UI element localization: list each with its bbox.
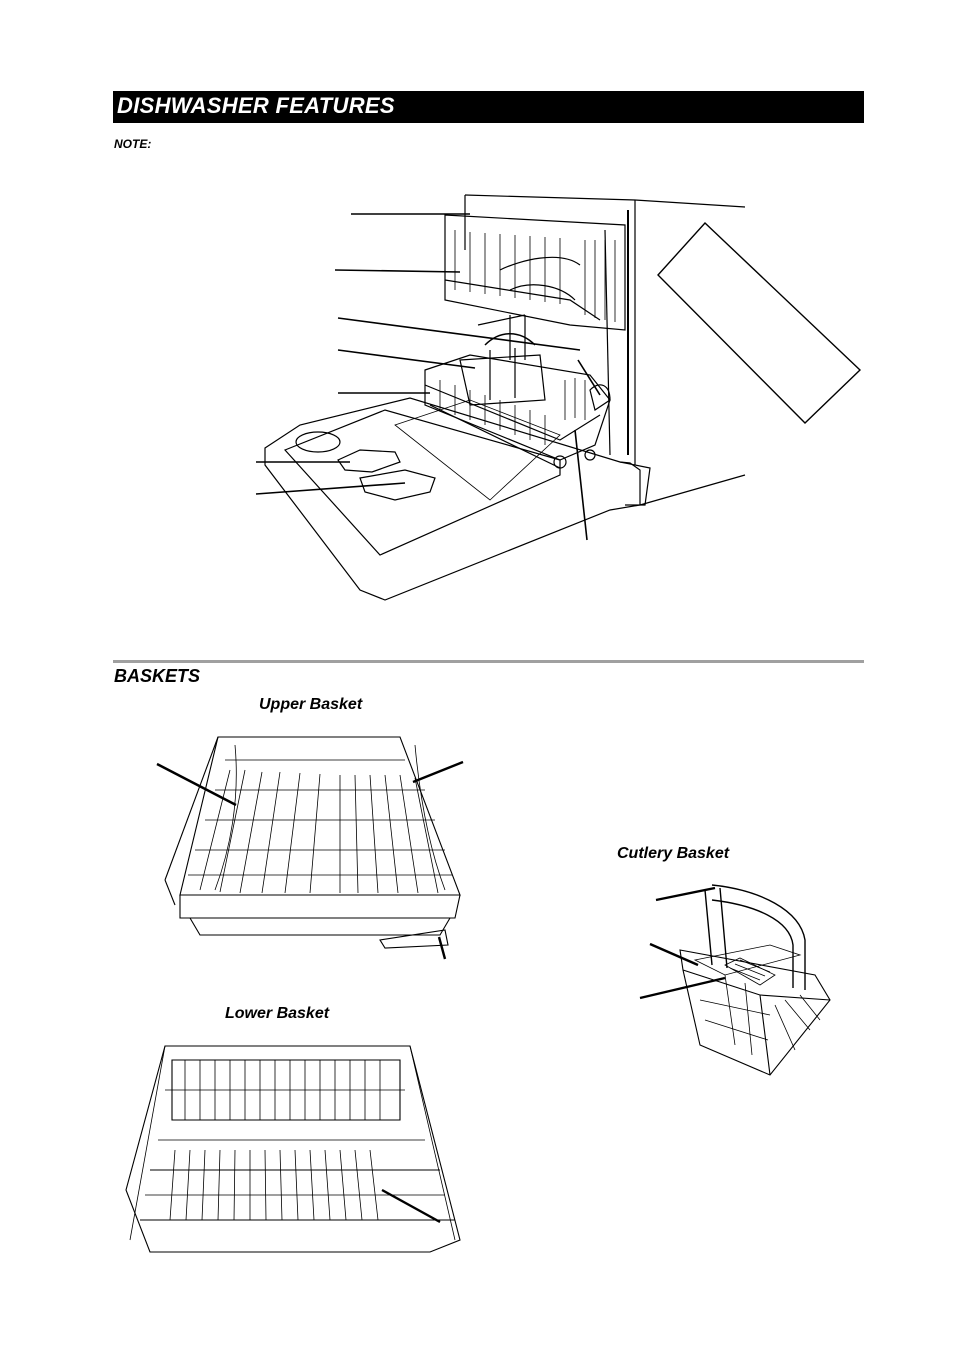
- baskets-heading: BASKETS: [114, 666, 201, 686]
- upper-basket-label: Upper Basket: [259, 696, 363, 713]
- lower-basket-label: Lower Basket: [225, 1005, 330, 1022]
- cutlery-basket-label: Cutlery Basket: [617, 845, 730, 862]
- page-title: DISHWASHER FEATURES: [117, 93, 395, 118]
- dishwasher-illustration: [255, 194, 862, 601]
- note-label: NOTE:: [114, 137, 152, 151]
- section-divider: [113, 660, 864, 663]
- section-title-bar: DISHWASHER FEATURES: [113, 91, 864, 123]
